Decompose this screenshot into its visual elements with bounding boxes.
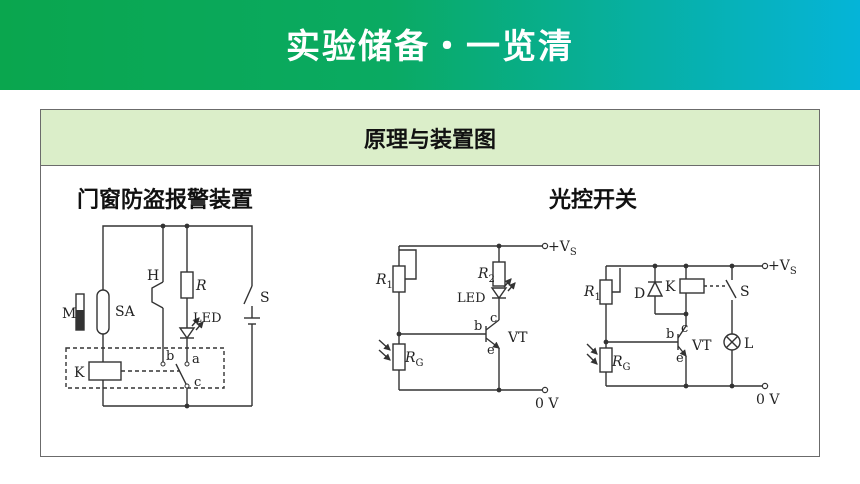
page-title: 实验储备・一览清 bbox=[286, 26, 574, 67]
light-switch-1-labels: +VS R1 R2 LED RG b c e VT 0 V bbox=[375, 239, 577, 412]
label-K: K bbox=[74, 365, 85, 381]
light-switch-2-nodes bbox=[603, 262, 769, 390]
vs-label-2: +VS bbox=[768, 258, 797, 277]
ground-label-2: 0 V bbox=[756, 392, 780, 408]
rg-label: RG bbox=[404, 350, 424, 369]
light-switch-title: 光控开关 bbox=[549, 188, 638, 213]
light-switch-1-nodes bbox=[396, 242, 549, 394]
label-LED: LED bbox=[193, 311, 222, 326]
burglar-alarm-circuit bbox=[65, 225, 260, 407]
label-H: H bbox=[147, 268, 159, 284]
vs-label: +VS bbox=[548, 239, 577, 258]
r1-label-2: R1 bbox=[583, 284, 601, 303]
vt-label-2: VT bbox=[691, 338, 712, 354]
base-label-2: b bbox=[666, 327, 674, 342]
label-c: c bbox=[194, 375, 201, 390]
relay-k-label: K bbox=[665, 279, 676, 295]
label-R: R bbox=[195, 278, 207, 294]
lamp-label: L bbox=[744, 336, 753, 352]
light-switch-2-labels: +VS R1 D K S b c e VT L RG 0 V bbox=[583, 258, 797, 408]
label-S: S bbox=[260, 290, 270, 306]
content-panel: 原理与装置图 门窗防盗报警装置 光控开关 bbox=[40, 109, 820, 457]
rg-label-2: RG bbox=[611, 354, 631, 373]
emitter-label: e bbox=[487, 343, 495, 358]
burglar-alarm-labels: H R LED S M SA K b a c bbox=[62, 268, 270, 390]
switch-s-label: S bbox=[740, 284, 750, 300]
label-M: M bbox=[62, 306, 76, 322]
burglar-alarm-title: 门窗防盗报警装置 bbox=[77, 188, 254, 213]
title-banner: 实验储备・一览清 bbox=[0, 0, 860, 90]
vt-label: VT bbox=[507, 330, 528, 346]
panel-heading: 原理与装置图 bbox=[363, 127, 496, 153]
label-b: b bbox=[166, 349, 174, 364]
panel-header: 原理与装置图 bbox=[41, 110, 819, 166]
base-label: b bbox=[474, 319, 482, 334]
label-a: a bbox=[192, 352, 200, 367]
label-SA: SA bbox=[115, 304, 136, 320]
r2-label: R2 bbox=[477, 266, 495, 285]
diode-label: D bbox=[634, 286, 645, 302]
r1-label: R1 bbox=[375, 272, 393, 291]
burglar-alarm-nodes bbox=[160, 223, 190, 409]
ground-label: 0 V bbox=[535, 396, 559, 412]
led-label: LED bbox=[457, 291, 486, 306]
collector-label-2: c bbox=[681, 321, 688, 336]
collector-label: c bbox=[490, 311, 497, 326]
emitter-label-2: e bbox=[676, 351, 684, 366]
light-switch-circuit-1 bbox=[378, 245, 542, 391]
